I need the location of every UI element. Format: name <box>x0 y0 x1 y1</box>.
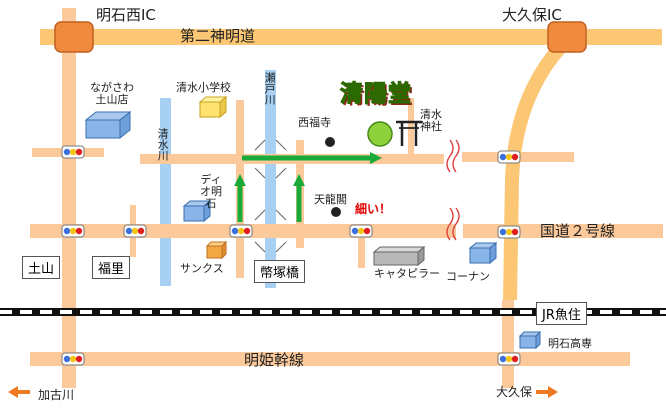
road-vertical-west <box>62 8 76 388</box>
ic-east-marker <box>547 21 587 53</box>
road-akashi-koto <box>502 300 514 388</box>
torii-icon <box>396 120 422 146</box>
shimizu-river-label: 清水川 <box>156 128 170 161</box>
tenryukaku-marker <box>331 207 341 217</box>
road-bypass-label: 第二神明道 <box>180 27 256 45</box>
station-heizukabashi: 幣塚橋 <box>254 260 306 283</box>
bridge-mark <box>254 209 287 253</box>
konan-building-icon <box>468 241 498 265</box>
bridge-mark <box>254 139 287 179</box>
ic-east-label: 大久保IC <box>502 6 562 24</box>
sunkus-label: サンクス <box>180 262 224 275</box>
tenryukaku-label: 天龍閣 <box>314 193 347 206</box>
road-caterpillar <box>358 238 365 268</box>
road-okubo-curve <box>503 30 576 301</box>
ic-west-label: 明石西IC <box>96 6 156 24</box>
arrow-left-icon <box>8 386 30 398</box>
route-arrow-head <box>370 152 382 164</box>
ic-west-marker <box>54 21 94 53</box>
arrow-right-icon <box>536 386 558 398</box>
jr-railway-line <box>0 308 666 316</box>
route-arrow-head <box>234 174 246 186</box>
station-tsuchiyama: 土山 <box>22 256 61 279</box>
caterpillar-label: キャタピラー <box>374 267 440 280</box>
road-meihime-label: 明姫幹線 <box>244 351 305 369</box>
seto-river <box>265 70 276 288</box>
road-route2-label: 国道２号線 <box>540 222 616 240</box>
shop-title: 清陽堂 <box>340 81 412 108</box>
route-arrow-head <box>293 174 305 186</box>
direction-okubo: 大久保 <box>496 385 533 399</box>
school-building-icon <box>198 95 228 119</box>
narrow-road-warning: 細い！ <box>355 202 392 216</box>
station-jr-uozumi: JR魚住 <box>536 302 587 325</box>
seto-river-label: 瀬戸川 <box>263 72 277 105</box>
dio-building-icon <box>182 199 212 223</box>
dio-label: ディオ明石 <box>200 173 222 211</box>
traffic-lights <box>61 145 521 366</box>
narrow-road-mark <box>446 139 460 173</box>
seiyodo-location-marker <box>367 121 393 147</box>
shimizu-shrine-label: 清水神社 <box>420 108 442 134</box>
caterpillar-building-icon <box>372 245 426 267</box>
akashi-koto-building-icon <box>518 330 542 350</box>
akashi-koto-label: 明石高専 <box>548 337 592 350</box>
station-fukusato: 福里 <box>92 256 131 279</box>
shimizu-river <box>160 98 171 286</box>
shimizu-school-label: 清水小学校 <box>176 81 231 94</box>
saifukuji-label: 西福寺 <box>298 116 331 129</box>
highway-daini-shinmei <box>40 29 662 45</box>
konan-label: コーナン <box>446 270 490 283</box>
nagasawa-store-icon <box>84 110 132 140</box>
saifukuji-marker <box>325 137 335 147</box>
road-meihime <box>30 352 630 366</box>
sunkus-building-icon <box>205 240 228 260</box>
direction-kakogawa: 加古川 <box>38 388 75 402</box>
nagasawa-label: ながさわ土山店 <box>90 81 134 107</box>
road-small-top <box>408 98 414 156</box>
narrow-road-mark <box>446 207 460 241</box>
